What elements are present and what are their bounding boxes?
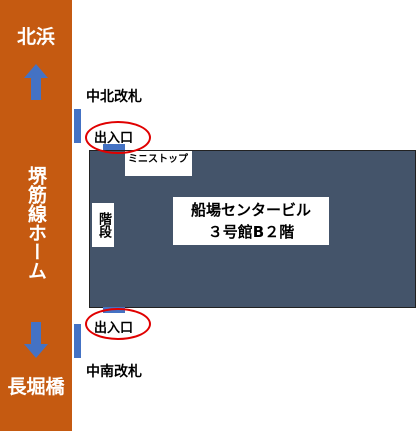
south-station-label: 長堀橋 xyxy=(7,376,65,398)
stairs-label: 階段 xyxy=(92,203,114,247)
north-gate-marker xyxy=(74,109,81,143)
arrow-down-icon xyxy=(24,322,48,358)
building-name-line2: ３号館B２階 xyxy=(207,223,295,241)
arrow-up-icon xyxy=(24,64,48,100)
south-exit-highlight-circle xyxy=(85,308,151,340)
building-name-box: 船場センタービル ３号館B２階 xyxy=(173,197,329,245)
north-exit-highlight-circle xyxy=(85,121,151,154)
ministop-store-label: ミニストップ xyxy=(125,151,192,176)
south-gate-label: 中南改札 xyxy=(86,364,142,380)
north-station-label: 北浜 xyxy=(16,26,55,48)
platform-line-label: 堺筋線ホーム xyxy=(25,166,47,280)
building-name-line1: 船場センタービル xyxy=(190,201,311,219)
north-gate-label: 中北改札 xyxy=(86,89,142,105)
south-gate-marker xyxy=(74,324,81,358)
